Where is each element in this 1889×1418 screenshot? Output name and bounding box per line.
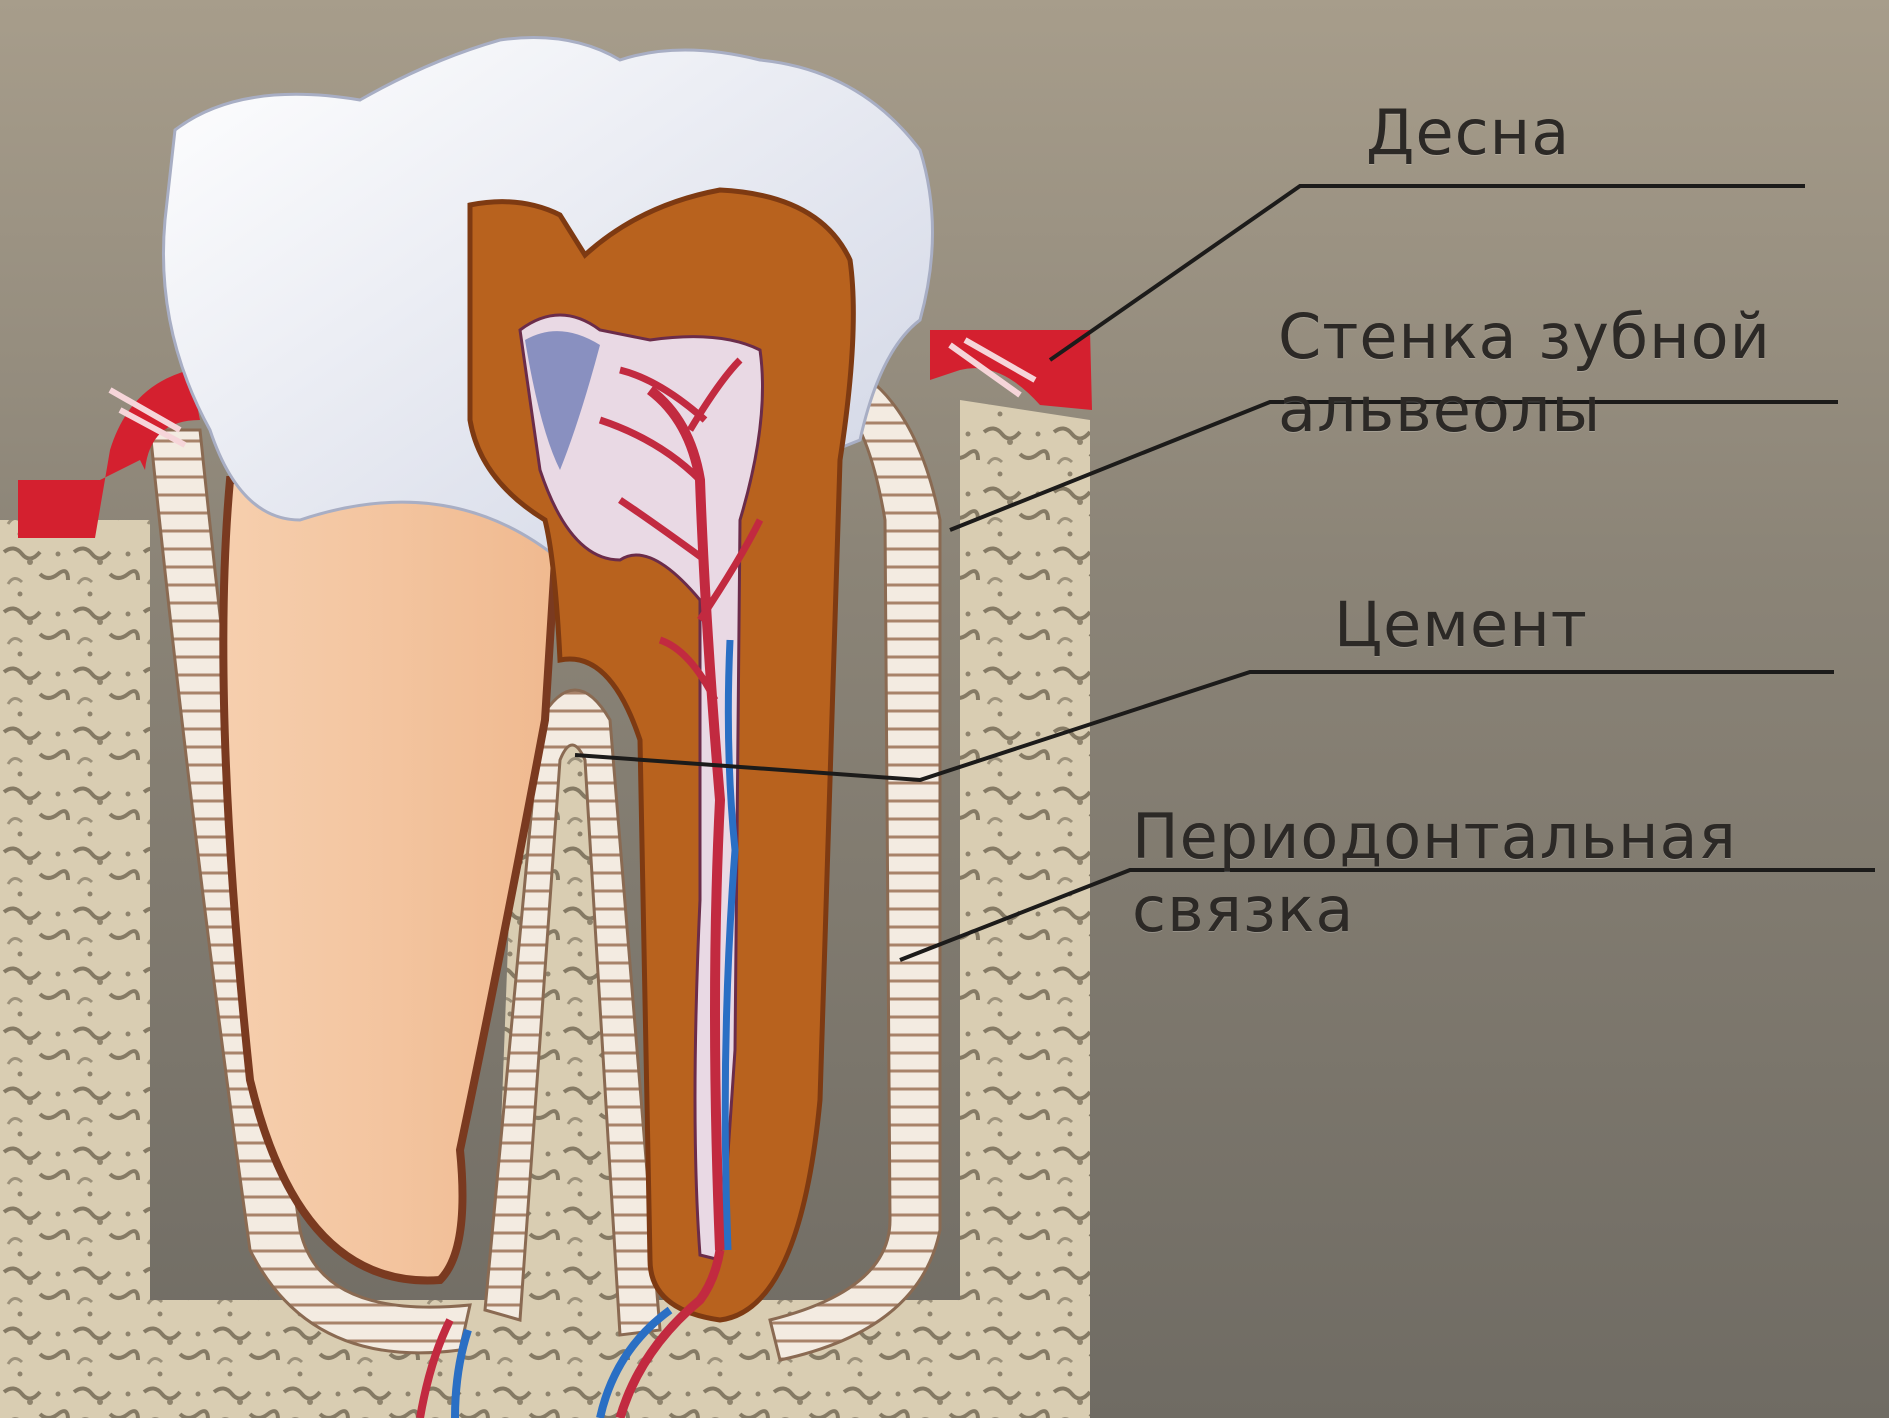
label-alveolar-wall: Стенка зубной альвеолы — [1278, 300, 1771, 446]
label-periodontal-ligament-line1: Периодонтальная — [1132, 800, 1737, 873]
label-periodontal-ligament: Периодонтальная связка — [1132, 800, 1737, 946]
label-cement: Цемент — [1334, 588, 1588, 661]
label-alveolar-wall-line1: Стенка зубной — [1278, 300, 1771, 373]
gum-right — [930, 330, 1092, 410]
label-alveolar-wall-line2: альвеолы — [1278, 373, 1601, 446]
label-gum: Десна — [1366, 96, 1570, 169]
label-periodontal-ligament-line2: связка — [1132, 873, 1354, 946]
